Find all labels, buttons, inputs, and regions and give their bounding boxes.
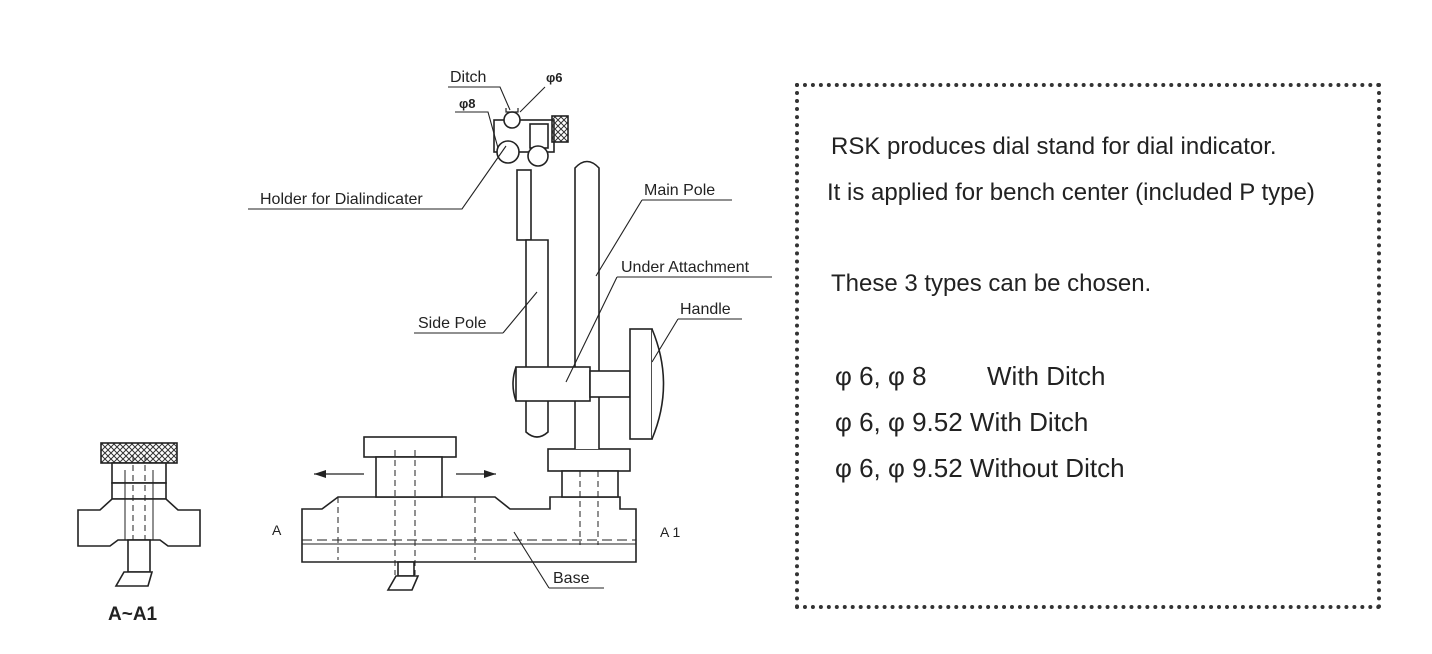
base-body bbox=[301, 496, 637, 563]
bore-side bbox=[527, 145, 549, 167]
option-3: φ 6, φ 9.52 Without Ditch bbox=[835, 453, 1125, 484]
slide-tip bbox=[386, 575, 420, 591]
side-pole-upper bbox=[516, 169, 532, 241]
option-2: φ 6, φ 9.52 With Ditch bbox=[835, 407, 1088, 438]
pole-collar bbox=[561, 470, 619, 498]
slide-screw bbox=[397, 561, 415, 577]
section-knob bbox=[100, 442, 178, 464]
label-handle: Handle bbox=[680, 301, 731, 318]
attachment-shaft bbox=[589, 370, 631, 398]
label-phi6: φ6 bbox=[546, 70, 563, 85]
info-line-3: These 3 types can be chosen. bbox=[831, 270, 1152, 297]
info-line-1: RSK produces dial stand for dial indicat… bbox=[831, 133, 1277, 160]
slide-knob bbox=[363, 436, 457, 458]
side-pole bbox=[525, 239, 549, 438]
under-attachment-block bbox=[515, 366, 591, 402]
handle-knob bbox=[629, 328, 653, 440]
option-1-size: φ 6, φ 8 bbox=[835, 361, 927, 391]
stand-assembly bbox=[248, 86, 772, 591]
section-tip bbox=[114, 571, 154, 587]
slide-block bbox=[375, 456, 443, 498]
holder-screw bbox=[551, 115, 569, 143]
bore-phi6 bbox=[503, 111, 521, 129]
section-view bbox=[77, 442, 201, 587]
label-ditch: Ditch bbox=[450, 69, 486, 86]
label-a1: A 1 bbox=[660, 524, 680, 540]
label-a: A bbox=[272, 522, 282, 538]
pole-nut bbox=[547, 448, 631, 472]
info-line-2: It is applied for bench center (included… bbox=[827, 179, 1315, 206]
label-side-pole: Side Pole bbox=[418, 315, 487, 332]
holder-clamp bbox=[529, 123, 549, 149]
section-screw bbox=[127, 539, 151, 573]
option-1: φ 6, φ 8 With Ditch bbox=[835, 361, 1105, 392]
option-3-desc: Without Ditch bbox=[969, 453, 1125, 483]
section-neck bbox=[111, 462, 167, 484]
info-box: RSK produces dial stand for dial indicat… bbox=[795, 83, 1381, 609]
bore-phi8 bbox=[496, 140, 520, 164]
option-1-desc: With Ditch bbox=[987, 361, 1106, 391]
leader-lines bbox=[248, 86, 772, 589]
section-base bbox=[77, 498, 201, 547]
label-holder: Holder for Dialindicater bbox=[260, 191, 423, 208]
label-phi8: φ8 bbox=[459, 96, 476, 111]
label-base: Base bbox=[553, 570, 590, 587]
option-3-size: φ 6, φ 9.52 bbox=[835, 453, 963, 483]
section-label: A~A1 bbox=[108, 604, 158, 625]
section-collar bbox=[111, 482, 167, 500]
option-2-desc: With Ditch bbox=[969, 407, 1089, 437]
label-under-attachment: Under Attachment bbox=[621, 259, 750, 276]
label-main-pole: Main Pole bbox=[644, 182, 715, 199]
main-pole bbox=[574, 160, 600, 449]
option-2-size: φ 6, φ 9.52 bbox=[835, 407, 963, 437]
